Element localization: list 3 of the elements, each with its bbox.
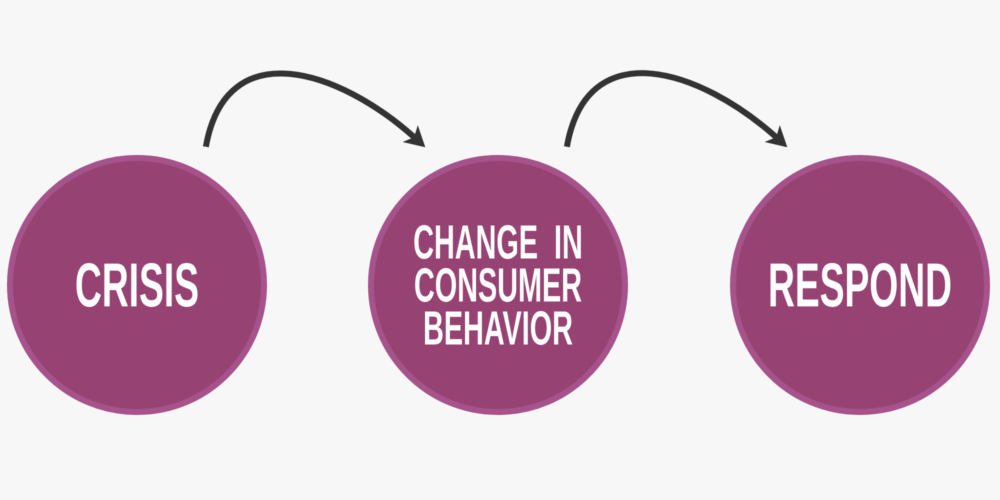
- circle-node: CHANGE IN CONSUMER BEHAVIOR: [368, 155, 628, 415]
- circle-node: RESPOND: [730, 155, 990, 415]
- circle-node: CRISIS: [7, 155, 267, 415]
